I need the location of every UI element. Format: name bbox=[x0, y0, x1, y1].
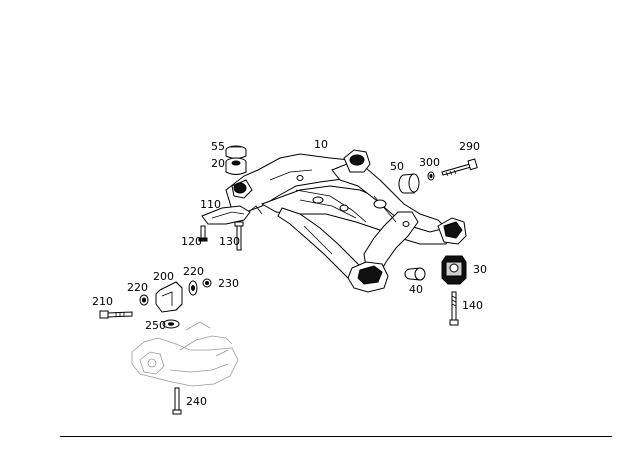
washer-part-220-left bbox=[139, 294, 149, 306]
label-130: 130 bbox=[219, 235, 240, 248]
label-120: 120 bbox=[181, 235, 202, 248]
label-20: 20 bbox=[211, 157, 225, 170]
bushing-part-20 bbox=[225, 157, 247, 175]
label-240: 240 bbox=[186, 395, 207, 408]
subframe-part-10 bbox=[225, 149, 467, 293]
bushing-part-50 bbox=[398, 173, 420, 194]
label-290: 290 bbox=[459, 140, 480, 153]
bracket-plate-part-110 bbox=[201, 205, 251, 225]
bolt-part-140 bbox=[449, 291, 459, 326]
label-55: 55 bbox=[211, 140, 225, 153]
label-50: 50 bbox=[390, 160, 404, 173]
axle-context-outline bbox=[131, 321, 239, 387]
label-250: 250 bbox=[145, 319, 166, 332]
bolt-part-210 bbox=[99, 310, 133, 319]
label-210: 210 bbox=[92, 295, 113, 308]
cap-part-55 bbox=[225, 145, 247, 159]
bolt-part-290 bbox=[441, 158, 478, 177]
label-140: 140 bbox=[462, 299, 483, 312]
label-10: 10 bbox=[314, 138, 328, 151]
mount-part-30 bbox=[441, 255, 467, 285]
bolt-part-120 bbox=[198, 225, 208, 242]
washer-part-220-right bbox=[188, 280, 198, 296]
bushing-part-40 bbox=[404, 267, 426, 281]
bottom-rule bbox=[60, 436, 612, 437]
bracket-part-200 bbox=[155, 281, 183, 313]
washer-part-300 bbox=[427, 171, 435, 181]
label-220-right: 220 bbox=[183, 265, 204, 278]
bolt-part-130 bbox=[234, 221, 244, 251]
label-30: 30 bbox=[473, 263, 487, 276]
bolt-part-240 bbox=[172, 387, 182, 415]
label-200: 200 bbox=[153, 270, 174, 283]
nut-part-230 bbox=[202, 278, 212, 288]
label-300: 300 bbox=[419, 156, 440, 169]
washer-part-250 bbox=[162, 319, 180, 329]
label-110: 110 bbox=[200, 198, 221, 211]
label-230: 230 bbox=[218, 277, 239, 290]
label-40: 40 bbox=[409, 283, 423, 296]
label-220-left: 220 bbox=[127, 281, 148, 294]
